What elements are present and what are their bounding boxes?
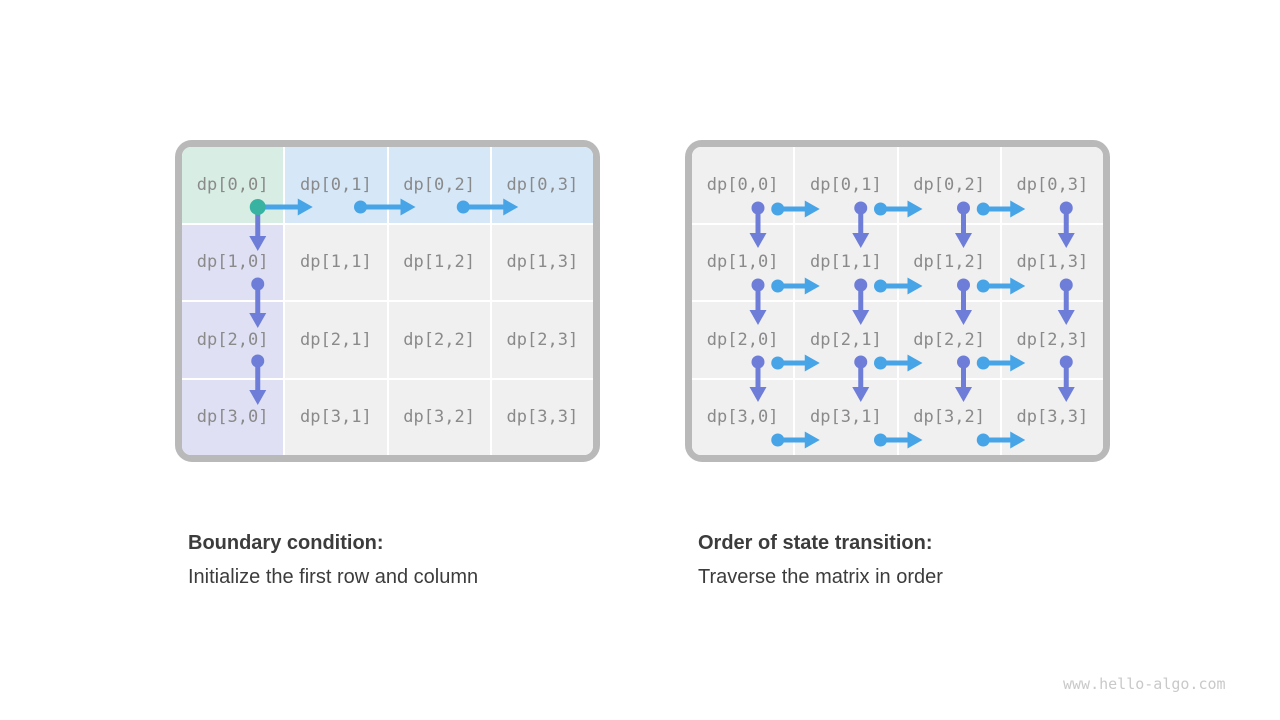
dp-cell-3-1: dp[3,1] <box>285 379 387 455</box>
dp-cell-0-1: dp[0,1] <box>285 147 387 223</box>
transition-dp-grid: dp[0,0]dp[0,1]dp[0,2]dp[0,3]dp[1,0]dp[1,… <box>692 147 1103 455</box>
dp-cell-3-3: dp[3,3] <box>1001 379 1103 455</box>
boundary-grid-panel: dp[0,0]dp[0,1]dp[0,2]dp[0,3]dp[1,0]dp[1,… <box>175 140 600 462</box>
dp-cell-1-2: dp[1,2] <box>898 224 1000 300</box>
dp-cell-1-2: dp[1,2] <box>388 224 490 300</box>
dp-cell-3-2: dp[3,2] <box>898 379 1000 455</box>
dp-cell-0-1: dp[0,1] <box>795 147 897 223</box>
dp-cell-0-0: dp[0,0] <box>692 147 794 223</box>
dp-cell-1-0: dp[1,0] <box>182 224 284 300</box>
dp-cell-1-1: dp[1,1] <box>285 224 387 300</box>
dp-cell-3-2: dp[3,2] <box>388 379 490 455</box>
dp-cell-1-1: dp[1,1] <box>795 224 897 300</box>
dp-cell-1-3: dp[1,3] <box>491 224 593 300</box>
dp-cell-2-1: dp[2,1] <box>285 302 387 378</box>
dp-cell-3-0: dp[3,0] <box>182 379 284 455</box>
dp-cell-2-3: dp[2,3] <box>1001 302 1103 378</box>
dp-cell-0-2: dp[0,2] <box>388 147 490 223</box>
state-transition-grid-panel: dp[0,0]dp[0,1]dp[0,2]dp[0,3]dp[1,0]dp[1,… <box>685 140 1110 462</box>
boundary-caption-subtitle: Initialize the first row and column <box>188 566 479 588</box>
dp-cell-2-3: dp[2,3] <box>491 302 593 378</box>
boundary-caption: Boundary condition: Initialize the first… <box>188 526 478 594</box>
dp-cell-3-3: dp[3,3] <box>491 379 593 455</box>
dp-cell-0-0: dp[0,0] <box>182 147 284 223</box>
dp-cell-2-1: dp[2,1] <box>795 302 897 378</box>
dp-cell-1-3: dp[1,3] <box>1001 224 1103 300</box>
dp-cell-0-3: dp[0,3] <box>491 147 593 223</box>
dp-cell-3-0: dp[3,0] <box>692 379 794 455</box>
state-transition-caption-subtitle: Traverse the matrix in order <box>698 566 943 588</box>
state-transition-caption-title: Order of state transition: <box>698 532 933 554</box>
boundary-caption-title: Boundary condition: <box>188 532 384 554</box>
dp-cell-0-3: dp[0,3] <box>1001 147 1103 223</box>
dp-cell-2-0: dp[2,0] <box>182 302 284 378</box>
boundary-dp-grid: dp[0,0]dp[0,1]dp[0,2]dp[0,3]dp[1,0]dp[1,… <box>182 147 593 455</box>
dp-cell-0-2: dp[0,2] <box>898 147 1000 223</box>
state-transition-caption: Order of state transition: Traverse the … <box>698 526 943 594</box>
dp-cell-2-2: dp[2,2] <box>898 302 1000 378</box>
dp-cell-2-2: dp[2,2] <box>388 302 490 378</box>
dp-cell-2-0: dp[2,0] <box>692 302 794 378</box>
dp-cell-3-1: dp[3,1] <box>795 379 897 455</box>
dp-cell-1-0: dp[1,0] <box>692 224 794 300</box>
watermark: www.hello-algo.com <box>1063 675 1226 693</box>
